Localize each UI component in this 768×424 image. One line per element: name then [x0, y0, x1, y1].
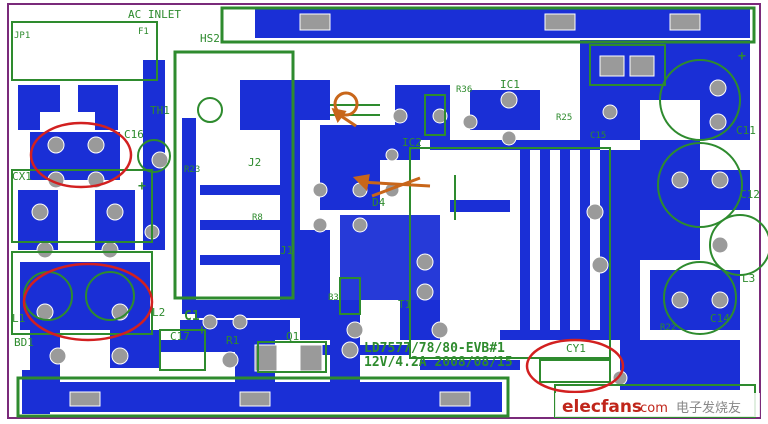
marker-y-capacitor — [525, 338, 625, 394]
svg-text:+: + — [138, 179, 146, 194]
label-r25: R25 — [556, 113, 572, 123]
board-title: LD7577/78/80-EVB#1 — [364, 341, 505, 356]
svg-text:+: + — [738, 49, 746, 64]
board-outline — [7, 3, 761, 419]
label-cx1: CX1 — [12, 170, 32, 183]
label-l1: L1 — [12, 312, 25, 325]
label-c17: C17 — [170, 330, 190, 343]
label-c16: C16 — [124, 128, 144, 141]
watermark-text: elecfans — [562, 397, 642, 417]
label-th1: TH1 — [150, 104, 170, 117]
highlight-markers — [22, 121, 625, 394]
label-jp1: JP1 — [14, 31, 30, 41]
label-l2: L2 — [152, 306, 165, 319]
label-r1: R1 — [226, 334, 239, 347]
pad-layer — [31, 13, 729, 407]
svg-text:+: + — [198, 323, 206, 338]
label-c1: C1 — [184, 309, 200, 324]
label-i2: J2 — [248, 156, 261, 169]
label-b3: B3 — [328, 293, 339, 303]
label-t1: T1 — [398, 298, 411, 311]
polarity-marks: + + + — [138, 49, 746, 338]
label-c12: C12 — [740, 188, 760, 201]
label-c14: C14 — [710, 312, 730, 325]
label-hs2: HS2 — [200, 32, 220, 45]
board-subtitle: 12V/4.2A 2008/08/15 — [364, 355, 513, 370]
label-i1: J1 — [280, 244, 293, 257]
label-ac-inlet: AC INLET — [128, 8, 181, 21]
label-l3: L3 — [742, 272, 755, 285]
label-r8: R8 — [252, 213, 263, 223]
label-r36: R36 — [456, 85, 472, 95]
watermark-cn: 电子发烧友 — [676, 400, 741, 416]
arrow-markers — [331, 91, 431, 198]
watermark: elecfans ·com 电子发烧友 — [555, 393, 760, 417]
label-bd1: BD1 — [14, 336, 34, 349]
marker-common-mode-choke — [22, 262, 154, 342]
label-r23: R23 — [184, 165, 200, 175]
label-ic1: IC1 — [500, 78, 520, 91]
label-f1: F1 — [138, 27, 149, 37]
label-c11: C11 — [736, 124, 756, 137]
label-c15: C15 — [590, 131, 606, 141]
watermark-suffix: ·com — [636, 401, 668, 416]
silkscreen-labels: AC INLET HS2 JP1 F1 C16 TH1 CX1 L1 L2 BD… — [12, 8, 760, 370]
label-q1: Q1 — [286, 330, 299, 343]
label-d4: D4 — [372, 196, 386, 209]
label-cy1: CY1 — [566, 342, 586, 355]
label-r22: R22 — [660, 323, 676, 333]
label-ic2: IC2 — [402, 136, 422, 149]
marker-input-filter — [29, 121, 133, 189]
